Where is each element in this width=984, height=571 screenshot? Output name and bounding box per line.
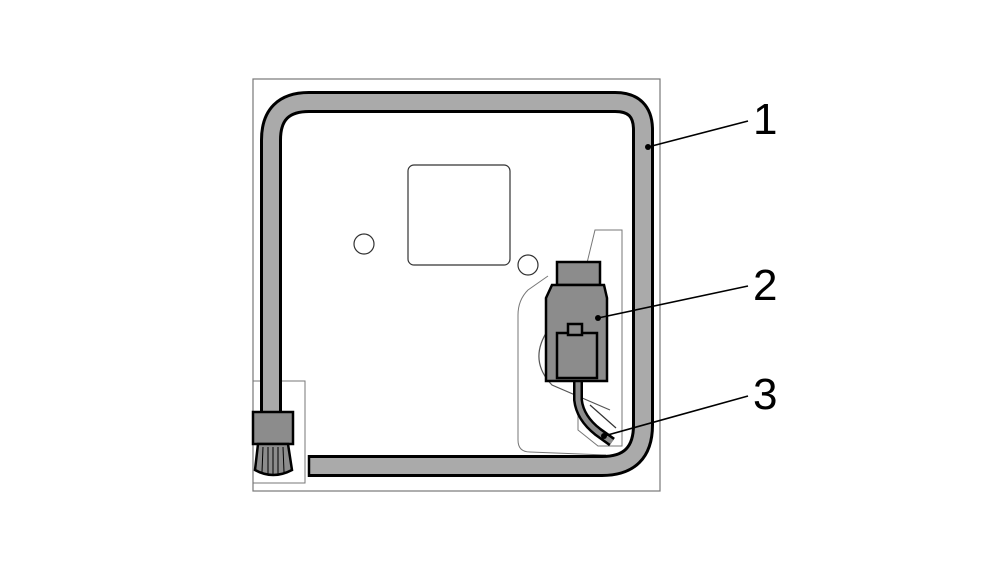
leader-dot-2	[595, 315, 601, 321]
cable-loop-fill	[263, 94, 651, 474]
lead-wire-fill	[575, 378, 614, 445]
callout-3: 3	[753, 370, 777, 419]
cable-plug-grip-lines	[261, 446, 285, 475]
leader-dot-3	[601, 433, 607, 439]
mounting-hole-right	[517, 254, 539, 276]
cable-plug-body	[251, 410, 295, 446]
connector-latch-tab	[566, 322, 584, 337]
callout-1: 1	[753, 95, 777, 144]
connector-latch	[555, 331, 599, 380]
plate-opening	[407, 164, 511, 266]
lead-wire-thin	[589, 404, 617, 429]
callout-2: 2	[753, 261, 777, 310]
connector-top	[555, 260, 602, 287]
bracket-curve	[538, 329, 611, 411]
leader-line-3	[603, 395, 749, 437]
mounting-hole-left	[353, 233, 375, 255]
leader-dot-1	[645, 144, 651, 150]
leader-line-2	[597, 285, 749, 319]
mounting-bracket	[517, 275, 607, 456]
leader-line-1	[647, 120, 749, 148]
